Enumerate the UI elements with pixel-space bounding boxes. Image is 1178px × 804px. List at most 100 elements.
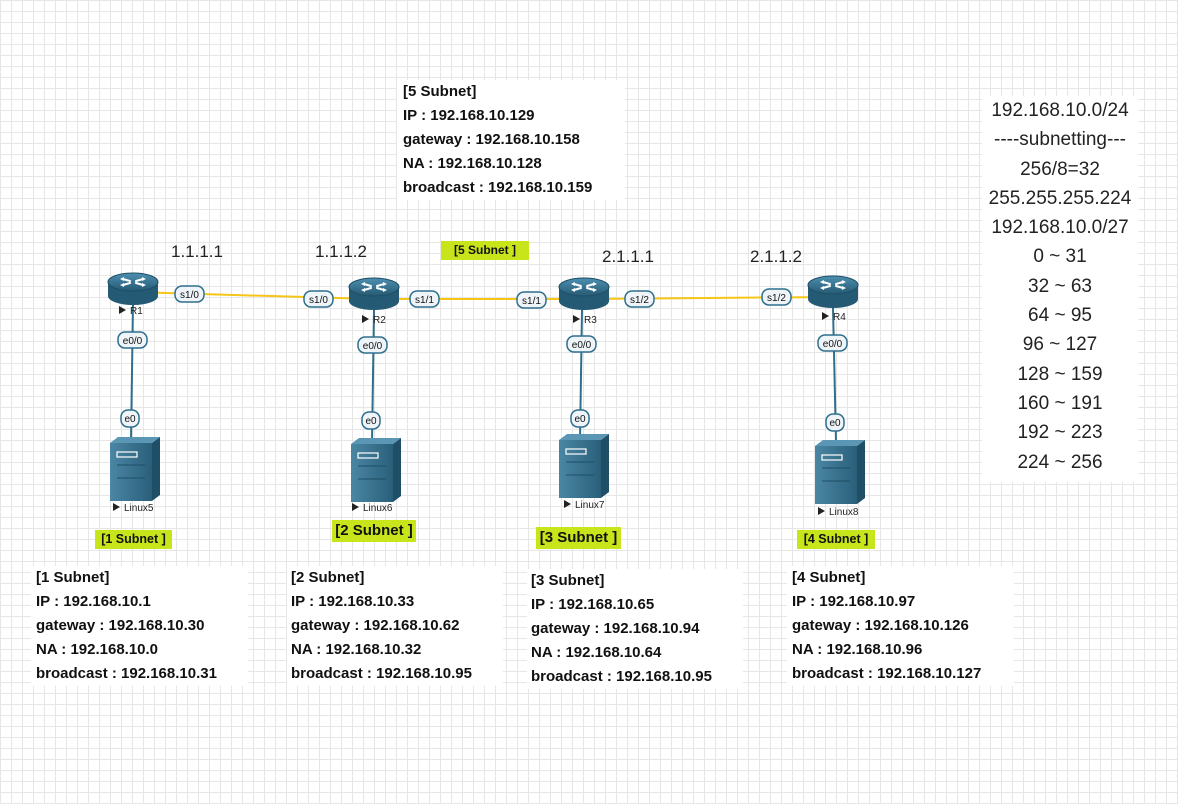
iface-linux8-e0[interactable]: e0 (825, 413, 845, 432)
host-linux5[interactable] (109, 436, 161, 502)
serial-link-r3-r4 (583, 296, 834, 300)
svg-text:s1/1: s1/1 (522, 296, 541, 307)
subnet-ip: IP : 192.168.10.33 (291, 593, 415, 610)
subnet-tag-3: [3 Subnet ] (536, 527, 621, 549)
iface-r2-s1-0[interactable]: s1/0 (303, 290, 334, 308)
subnet-title: [1 Subnet] (36, 569, 110, 586)
iface-r3-s1-2[interactable]: s1/2 (624, 290, 655, 308)
subnet-info-3: [3 Subnet] IP : 192.168.10.65 gateway : … (527, 569, 743, 689)
svg-text:s1/1: s1/1 (415, 295, 434, 306)
svg-text:s1/0: s1/0 (180, 290, 199, 301)
calc-line: ----subnetting--- (994, 129, 1126, 151)
calc-range: 128 ~ 159 (1017, 363, 1103, 385)
iface-r3-e0-0[interactable]: e0/0 (566, 335, 597, 353)
calc-range: 64 ~ 95 (1028, 305, 1092, 327)
host-name: Linux6 (363, 503, 393, 514)
iface-r4-s1-2[interactable]: s1/2 (761, 288, 792, 306)
subnet-ip: IP : 192.168.10.65 (531, 596, 655, 613)
subnet-tag-2: [2 Subnet ] (332, 520, 416, 542)
link-ip-r1: 1.1.1.1 (171, 242, 223, 261)
calc-line: 192.168.10.0/27 (991, 217, 1129, 239)
subnet-info-2: [2 Subnet] IP : 192.168.10.33 gateway : … (287, 566, 503, 686)
link-ip-r4: 2.1.1.2 (750, 247, 802, 266)
router-name: R2 (373, 315, 386, 326)
subnet-title: [3 Subnet] (531, 572, 605, 589)
subnet-broadcast: broadcast : 192.168.10.95 (291, 665, 472, 682)
iface-r4-e0-0[interactable]: e0/0 (817, 334, 848, 352)
iface-r2-s1-1[interactable]: s1/1 (409, 290, 440, 308)
svg-text:e0/0: e0/0 (823, 339, 843, 350)
subnet-gateway: gateway : 192.168.10.94 (531, 620, 700, 637)
subnet-tag-4: [4 Subnet ] (797, 530, 875, 549)
subnet-gateway: gateway : 192.168.10.158 (403, 131, 580, 148)
svg-text:e0/0: e0/0 (572, 340, 592, 351)
router-name: R1 (130, 306, 143, 317)
host-label-linux5: Linux5 (113, 503, 154, 514)
svg-text:s1/2: s1/2 (630, 295, 649, 306)
host-label-linux6: Linux6 (352, 503, 393, 514)
subnet-network-address: NA : 192.168.10.64 (531, 644, 662, 661)
link-ip-r3: 2.1.1.1 (602, 247, 654, 266)
host-name: Linux8 (829, 507, 859, 518)
subnetting-calculation: 192.168.10.0/24 ----subnetting--- 256/8=… (982, 96, 1138, 482)
calc-range: 0 ~ 31 (1033, 246, 1087, 268)
router-label-r1: R1 (119, 306, 143, 317)
subnet-ip: IP : 192.168.10.1 (36, 593, 151, 610)
subnet-info-1: [1 Subnet] IP : 192.168.10.1 gateway : 1… (31, 566, 248, 686)
subnet-gateway: gateway : 192.168.10.126 (792, 617, 969, 634)
host-label-linux7: Linux7 (564, 500, 605, 511)
iface-r3-s1-1[interactable]: s1/1 (516, 291, 547, 309)
subnet-info-4: [4 Subnet] IP : 192.168.10.97 gateway : … (787, 566, 1014, 686)
iface-r1-s1-0[interactable]: s1/0 (174, 285, 205, 303)
router-label-r4: R4 (822, 312, 846, 323)
router-label-r3: R3 (573, 315, 597, 326)
host-linux6[interactable] (350, 437, 402, 503)
subnet-info-5: [5 Subnet] IP : 192.168.10.129 gateway :… (397, 80, 625, 200)
calc-range: 224 ~ 256 (1017, 451, 1103, 473)
subnet-broadcast: broadcast : 192.168.10.31 (36, 665, 217, 682)
iface-linux6-e0[interactable]: e0 (361, 411, 381, 430)
subnet-gateway: gateway : 192.168.10.62 (291, 617, 460, 634)
router-r3[interactable] (558, 277, 610, 311)
subnet-broadcast: broadcast : 192.168.10.127 (792, 665, 982, 682)
subnet-title: [5 Subnet] (403, 83, 477, 100)
iface-linux7-e0[interactable]: e0 (570, 409, 590, 428)
iface-r2-e0-0[interactable]: e0/0 (357, 336, 388, 354)
svg-text:e0/0: e0/0 (123, 336, 143, 347)
subnet-title: [4 Subnet] (792, 569, 866, 586)
svg-text:e0/0: e0/0 (363, 341, 383, 352)
serial-link-r1-r2 (132, 291, 373, 300)
host-name: Linux5 (124, 503, 154, 514)
calc-line: 256/8=32 (1020, 158, 1100, 180)
host-label-linux8: Linux8 (818, 507, 859, 518)
host-linux7[interactable] (558, 433, 610, 499)
subnet-broadcast: broadcast : 192.168.10.95 (531, 668, 712, 685)
router-r2[interactable] (348, 277, 400, 311)
subnet-ip: IP : 192.168.10.129 (403, 107, 535, 124)
svg-text:e0: e0 (365, 416, 377, 427)
subnet-ip: IP : 192.168.10.97 (792, 593, 916, 610)
calc-line: 255.255.255.224 (988, 187, 1132, 209)
host-name: Linux7 (575, 500, 605, 511)
iface-linux5-e0[interactable]: e0 (120, 409, 140, 428)
router-r4[interactable] (807, 275, 859, 309)
subnet-network-address: NA : 192.168.10.0 (36, 641, 159, 658)
subnet-tag-1: [1 Subnet ] (95, 530, 172, 549)
link-ip-r2: 1.1.1.2 (315, 242, 367, 261)
router-name: R3 (584, 315, 597, 326)
router-label-r2: R2 (362, 315, 386, 326)
svg-text:e0: e0 (574, 414, 586, 425)
subnet-network-address: NA : 192.168.10.128 (403, 155, 542, 172)
router-r1[interactable] (107, 272, 159, 306)
svg-text:e0: e0 (124, 414, 136, 425)
calc-range: 32 ~ 63 (1028, 275, 1092, 297)
router-name: R4 (833, 312, 846, 323)
calc-range: 96 ~ 127 (1022, 334, 1098, 356)
iface-r1-e0-0[interactable]: e0/0 (117, 331, 148, 349)
svg-text:s1/2: s1/2 (767, 293, 786, 304)
host-linux8[interactable] (814, 439, 866, 505)
subnet-gateway: gateway : 192.168.10.30 (36, 617, 205, 634)
subnet-network-address: NA : 192.168.10.96 (792, 641, 923, 658)
subnet-network-address: NA : 192.168.10.32 (291, 641, 422, 658)
